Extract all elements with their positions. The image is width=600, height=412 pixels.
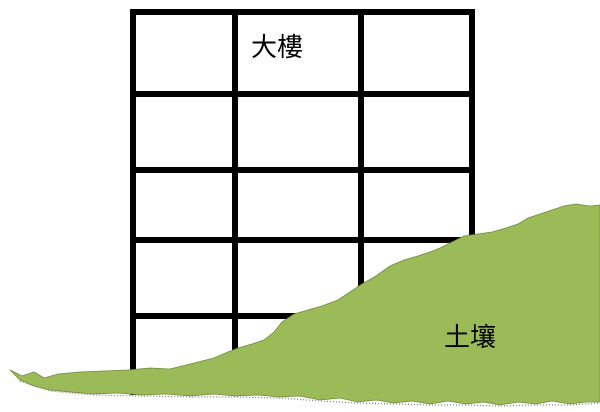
building-label: 大樓 — [251, 33, 303, 63]
soil-fill — [9, 203, 600, 406]
soil-mass — [9, 203, 600, 407]
soil-label: 土壤 — [444, 323, 496, 353]
soil-hatch-edge — [19, 380, 600, 407]
